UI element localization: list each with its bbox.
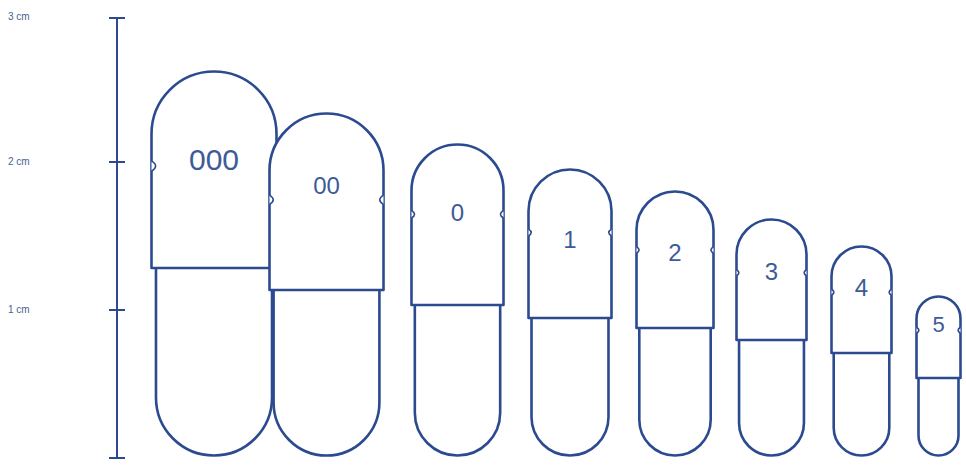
size-number: 3 xyxy=(735,260,808,284)
cap-notch xyxy=(152,161,156,171)
capsule-cap xyxy=(917,297,961,379)
cap-notch xyxy=(500,210,503,218)
capsule-body xyxy=(739,340,804,456)
scale-label: 2 cm xyxy=(8,157,30,167)
scale-line xyxy=(116,18,118,458)
cap-notch xyxy=(412,210,415,218)
cap-notch xyxy=(711,247,714,253)
size-number: 0 xyxy=(410,201,505,225)
cap-notch xyxy=(380,195,384,204)
cap-notch xyxy=(889,289,891,295)
size-number: 1 xyxy=(527,228,613,252)
capsule-outline xyxy=(150,70,278,457)
capsule-body xyxy=(834,353,890,456)
capsule-body xyxy=(156,268,272,456)
size-number: 2 xyxy=(635,241,715,265)
scale-tick xyxy=(109,457,125,459)
cap-notch xyxy=(804,270,806,276)
capsule-body xyxy=(415,305,500,456)
capsule: 000 xyxy=(150,70,278,457)
capsule: 1 xyxy=(527,168,613,457)
cap-notch xyxy=(958,327,960,333)
capsule-outline xyxy=(268,112,385,457)
cap-notch xyxy=(917,327,919,333)
capsule-body xyxy=(919,378,959,456)
capsule: 00 xyxy=(268,112,385,457)
capsule-outline xyxy=(527,168,613,457)
capsule-cap xyxy=(270,114,384,290)
scale-tick xyxy=(109,17,125,19)
size-number: 4 xyxy=(830,276,893,300)
capsule: 3 xyxy=(735,218,808,457)
size-number: 5 xyxy=(915,314,962,336)
cap-notch xyxy=(609,229,612,236)
capsule-body xyxy=(639,328,710,455)
capsule: 0 xyxy=(410,143,505,457)
capsule-outline xyxy=(410,143,505,457)
cap-notch xyxy=(637,247,640,253)
scale-label: 1 cm xyxy=(8,305,30,315)
size-number: 00 xyxy=(268,174,385,198)
cap-notch xyxy=(832,289,834,295)
cap-notch xyxy=(737,270,739,276)
size-number: 000 xyxy=(150,145,278,175)
capsule-outline xyxy=(635,190,715,457)
capsule-outline xyxy=(735,218,808,457)
capsule-body xyxy=(532,318,609,455)
capsule: 5 xyxy=(915,295,962,457)
cap-notch xyxy=(529,229,532,236)
capsule: 4 xyxy=(830,245,893,457)
scale-tick xyxy=(109,161,125,163)
scale-label: 3 cm xyxy=(8,12,30,22)
cap-notch xyxy=(270,195,274,204)
capsule-body xyxy=(274,290,380,456)
capsule: 2 xyxy=(635,190,715,457)
scale-tick xyxy=(109,309,125,311)
